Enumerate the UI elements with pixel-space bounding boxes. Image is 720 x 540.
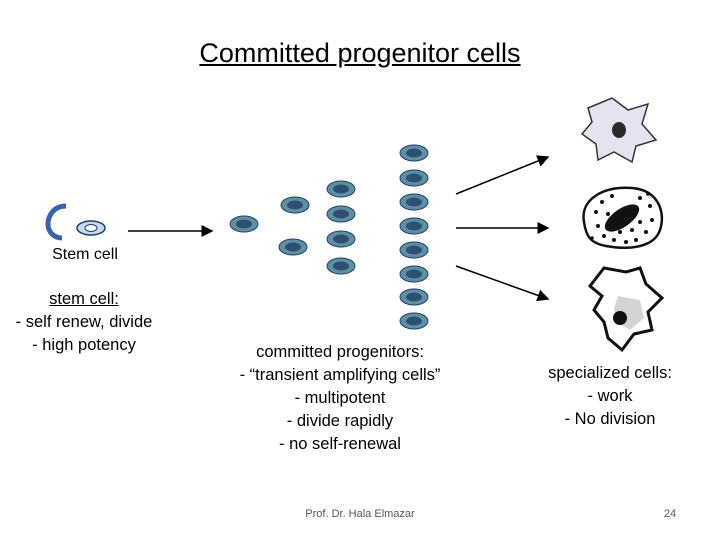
- page-number: 24: [663, 508, 677, 520]
- stem-line: - high potency: [32, 336, 136, 354]
- progenitor-description: committed progenitors: - “transient ampl…: [210, 341, 470, 456]
- progenitor-line: - “transient amplifying cells”: [239, 366, 441, 384]
- specialized-description: specialized cells: - work - No division: [530, 362, 690, 431]
- arrow-to-specialized-bottom: [455, 265, 550, 302]
- macrophage-cell-icon: [580, 97, 658, 164]
- stem-cell-description: stem cell: - self renew, divide - high p…: [0, 288, 168, 357]
- progenitor-heading: committed progenitors:: [256, 343, 424, 361]
- fibroblast-cell-icon: [587, 266, 665, 353]
- progenitor-cell-icon: [326, 205, 356, 223]
- granulocyte-cell-icon: [582, 186, 664, 249]
- progenitor-line: - no self-renewal: [279, 435, 401, 453]
- footer-author: Prof. Dr. Hala Elmazar: [305, 508, 415, 520]
- arrow-to-specialized-top: [455, 155, 550, 195]
- progenitor-cell-icon: [399, 144, 429, 162]
- stem-cell-label: Stem cell: [52, 246, 118, 263]
- progenitor-cell-icon: [229, 215, 259, 233]
- specialized-line: - work: [587, 387, 633, 405]
- specialized-heading: specialized cells:: [548, 364, 672, 382]
- progenitor-cell-icon: [278, 238, 308, 256]
- stem-cell-icon: [76, 220, 106, 236]
- granule-dots: [590, 192, 654, 244]
- progenitor-cell-icon: [326, 180, 356, 198]
- self-renewal-arrow-icon: [45, 203, 67, 241]
- progenitor-cell-icon: [399, 288, 429, 306]
- stem-line: - self renew, divide: [15, 313, 153, 331]
- progenitor-cell-icon: [399, 241, 429, 259]
- stem-heading: stem cell:: [49, 290, 119, 308]
- progenitor-cell-icon: [399, 217, 429, 235]
- progenitor-cell-icon: [326, 230, 356, 248]
- progenitor-cell-icon: [399, 169, 429, 187]
- page-title: Committed progenitor cells: [199, 38, 521, 68]
- progenitor-cell-icon: [399, 265, 429, 283]
- progenitor-cells: [229, 144, 429, 330]
- progenitor-line: - multipotent: [294, 389, 386, 407]
- progenitor-cell-icon: [280, 196, 310, 214]
- progenitor-line: - divide rapidly: [286, 412, 394, 430]
- progenitor-cell-icon: [326, 257, 356, 275]
- specialized-line: - No division: [564, 410, 656, 428]
- progenitor-cell-icon: [399, 312, 429, 330]
- progenitor-cell-icon: [399, 193, 429, 211]
